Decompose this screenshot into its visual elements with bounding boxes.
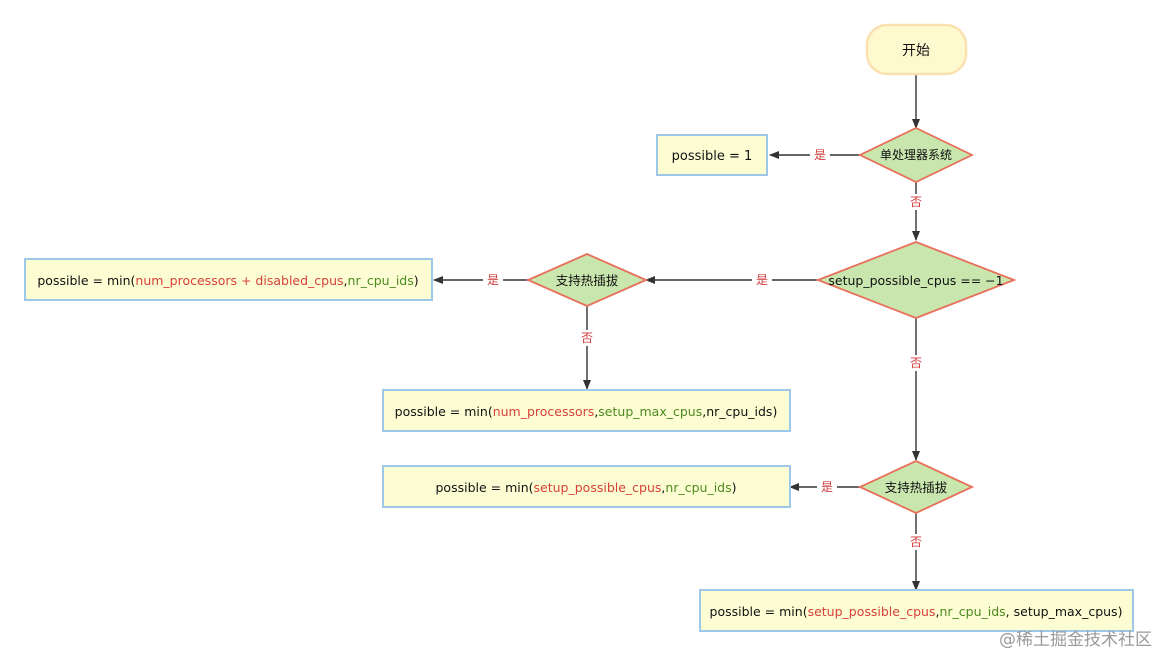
node-box-disabled-label: possible = min(num_processors + disabled… [37,273,418,288]
box-max-arg1: num_processors [493,404,595,419]
label-no-single: 否 [910,195,922,209]
box-disabled-arg2: nr_cpu_ids [348,273,414,288]
box-setup-max-sep2: , [1006,604,1014,619]
box-disabled-sep1: , [344,273,348,288]
box-setup-max-arg1: setup_possible_cpus [808,604,936,619]
box-setup-arg2: nr_cpu_ids [665,480,731,495]
box-setup-prefix: possible = min( [435,480,533,495]
node-hotplug-left: 支持热插拔 [525,253,649,307]
box-max-sep2: , [702,404,706,419]
node-start: 开始 [865,23,968,76]
box-disabled-prefix: possible = min( [37,273,135,288]
label-no-hotplug-left: 否 [581,331,593,345]
node-start-label: 开始 [902,43,930,59]
box-max-arg2: setup_max_cpus [598,404,702,419]
node-box-setup-label: possible = min(setup_possible_cpus,nr_cp… [435,480,736,495]
box-setup-max-sep1: , [935,604,939,619]
node-setup-check: setup_possible_cpus == −1 [815,241,1017,319]
node-single-processor: 单处理器系统 [857,127,975,183]
label-yes-hotplug-right: 是 [821,480,833,494]
node-setup-check-label: setup_possible_cpus == −1 [828,273,1003,288]
box-disabled-suffix: ) [414,273,419,288]
edges [433,75,920,591]
node-box-disabled: possible = min(num_processors + disabled… [24,258,433,301]
box-setup-suffix: ) [732,480,737,495]
label-yes-single: 是 [814,148,826,162]
node-hotplug-right-label: 支持热插拔 [885,480,948,495]
edge-labels: 是 否 是 是 否 否 是 否 [483,147,926,550]
node-hotplug-right: 支持热插拔 [857,460,975,514]
node-box-setup-max-label: possible = min(setup_possible_cpus,nr_cp… [710,604,1123,619]
watermark: @稀土掘金技术社区 [999,630,1152,650]
label-no-setup-check: 否 [910,356,922,370]
box-disabled-arg1: num_processors + disabled_cpus [135,273,343,288]
box-setup-max-arg2: nr_cpu_ids [939,604,1005,619]
box-setup-max-prefix: possible = min( [710,604,808,619]
box-max-arg3: nr_cpu_ids [706,404,772,419]
box-setup-max-arg3: setup_max_cpus [1014,604,1118,619]
box-max-suffix: ) [772,404,777,419]
box-setup-arg1: setup_possible_cpus [534,480,662,495]
label-no-hotplug-right: 否 [910,535,922,549]
node-box-setup: possible = min(setup_possible_cpus,nr_cp… [382,465,791,508]
node-box-setup-max: possible = min(setup_possible_cpus,nr_cp… [699,589,1134,632]
node-hotplug-left-label: 支持热插拔 [556,273,619,288]
node-single-processor-label: 单处理器系统 [880,148,952,162]
box-setup-max-suffix: ) [1118,604,1123,619]
node-box-max-label: possible = min(num_processors,setup_max_… [395,404,778,419]
node-possible-one: possible = 1 [656,134,768,176]
node-box-max: possible = min(num_processors,setup_max_… [382,389,791,432]
box-max-prefix: possible = min( [395,404,493,419]
node-possible-one-label: possible = 1 [672,149,753,164]
box-max-sep1: , [594,404,598,419]
box-setup-sep1: , [661,480,665,495]
label-yes-hotplug-left: 是 [487,273,499,287]
label-yes-setup-check: 是 [756,273,768,287]
